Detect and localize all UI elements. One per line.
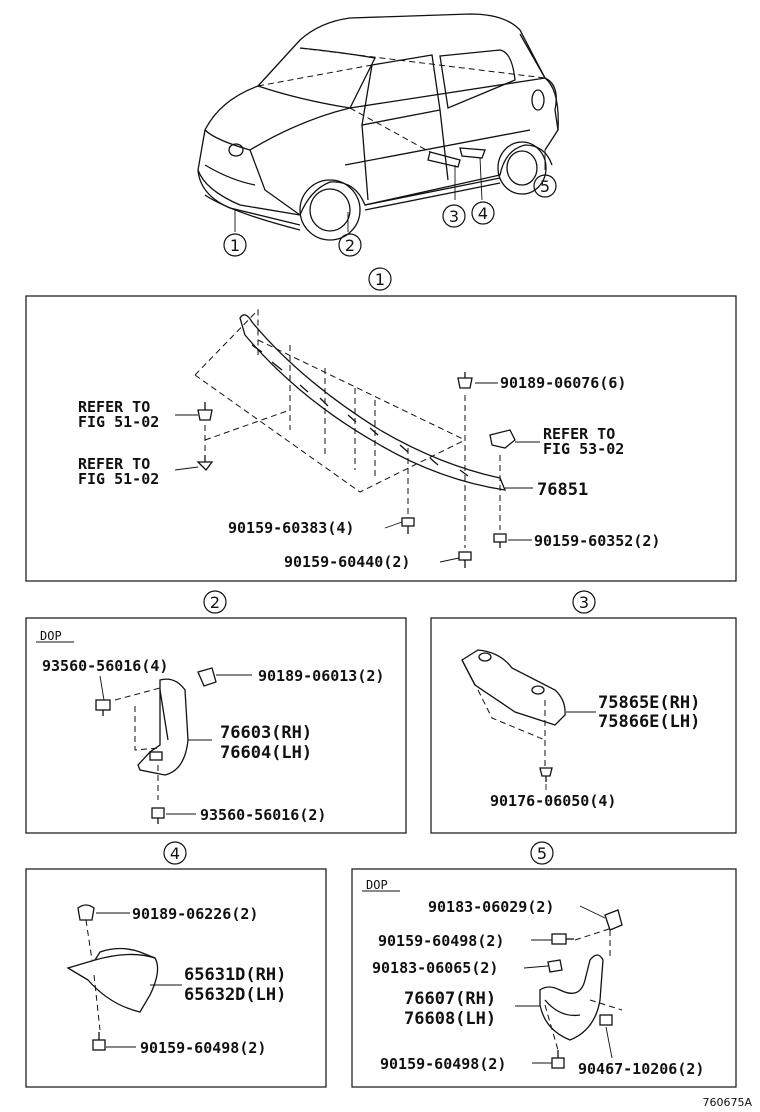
- car-callout-1: 1: [230, 236, 240, 255]
- refer-left-top-line2: FIG 51-02: [78, 413, 159, 431]
- section-2: 2 DOP 93560-56016(4) 90189-06013(2) 7660…: [25, 590, 407, 834]
- screw-90159-60440-shape: [458, 551, 472, 568]
- part-90467-10206: 90467-10206(2): [578, 1060, 704, 1078]
- section-4-box: [25, 868, 327, 1088]
- part-76607: 76607(RH): [404, 989, 496, 1009]
- clip-refer-51-top-shape: [197, 402, 213, 421]
- section-1-number: 1: [375, 270, 385, 289]
- part-90189-06013: 90189-06013(2): [258, 667, 384, 685]
- part-90159-60352: 90159-60352(2): [534, 532, 660, 550]
- bracket-refer-53-shape: [489, 429, 516, 449]
- section-4: 4 90189-06226(2) 65631D(RH) 65632D(LH) 9…: [25, 841, 327, 1088]
- screw-90159-60352-shape: [493, 533, 507, 548]
- part-93560-56016-4: 93560-56016(4): [42, 657, 168, 675]
- part-90176-06050: 90176-06050(4): [490, 792, 616, 810]
- car-overview: 1 2 3 4 5: [197, 13, 559, 257]
- clip-90189-06076-shape: [457, 372, 473, 389]
- refer-right-line1: REFER TO: [543, 425, 615, 443]
- section-2-dop-tag: DOP: [40, 629, 62, 643]
- figure-code: 760675A: [702, 1096, 752, 1109]
- part-76604: 76604(LH): [220, 743, 312, 763]
- refer-left-bottom-line1: REFER TO: [78, 455, 150, 473]
- front-spoiler-shape: [239, 314, 507, 491]
- section-2-number: 2: [210, 593, 220, 612]
- part-90159-60498: 90159-60498(2): [140, 1039, 266, 1057]
- section-3: 3 75865E(RH) 75866E(LH) 90176-06050(4): [430, 590, 737, 834]
- part-90159-60498-a: 90159-60498(2): [378, 932, 504, 950]
- rear-mudguard-dop-shape: [539, 954, 604, 1041]
- part-76608: 76608(LH): [404, 1009, 496, 1029]
- part-90183-06029: 90183-06029(2): [428, 898, 554, 916]
- part-90183-06065: 90183-06065(2): [372, 959, 498, 977]
- front-mudguard-shape: [137, 678, 189, 776]
- car-callout-5: 5: [540, 177, 550, 196]
- section-1: 1: [25, 267, 737, 582]
- refer-left-bottom-line2: FIG 51-02: [78, 470, 159, 488]
- car-callout-3: 3: [449, 207, 459, 226]
- section-5-box: [351, 868, 737, 1088]
- refer-right-line2: FIG 53-02: [543, 440, 624, 458]
- part-65632D: 65632D(LH): [184, 985, 286, 1005]
- car-callout-2: 2: [345, 236, 355, 255]
- part-90159-60440: 90159-60440(2): [284, 553, 410, 571]
- rear-mudflap-shape: [66, 953, 159, 1013]
- section-2-box: [25, 617, 407, 834]
- part-76851: 76851: [537, 480, 588, 500]
- part-75865E: 75865E(RH): [598, 693, 700, 713]
- screw-90159-60383-shape: [401, 517, 415, 534]
- part-75866E: 75866E(LH): [598, 712, 700, 732]
- section-5-dop-tag: DOP: [366, 878, 388, 892]
- section-1-box: [25, 295, 737, 582]
- clip-refer-51-bottom-shape: [196, 455, 214, 471]
- section-5-number: 5: [537, 844, 547, 863]
- part-65631D: 65631D(RH): [184, 965, 286, 985]
- section-3-number: 3: [579, 593, 589, 612]
- part-90159-60383: 90159-60383(4): [228, 519, 354, 537]
- part-90189-06226: 90189-06226(2): [132, 905, 258, 923]
- part-76603: 76603(RH): [220, 723, 312, 743]
- part-90159-60498-b: 90159-60498(2): [380, 1055, 506, 1073]
- refer-left-top-line1: REFER TO: [78, 398, 150, 416]
- section-4-number: 4: [170, 844, 180, 863]
- section-5: 5 DOP 90183-06029(2) 90159-60498(2): [351, 841, 737, 1088]
- car-callout-4: 4: [478, 204, 488, 223]
- section-3-box: [430, 617, 737, 834]
- side-bracket-shape: [461, 649, 566, 726]
- part-93560-56016-2: 93560-56016(2): [200, 806, 326, 824]
- part-90189-06076: 90189-06076(6): [500, 374, 626, 392]
